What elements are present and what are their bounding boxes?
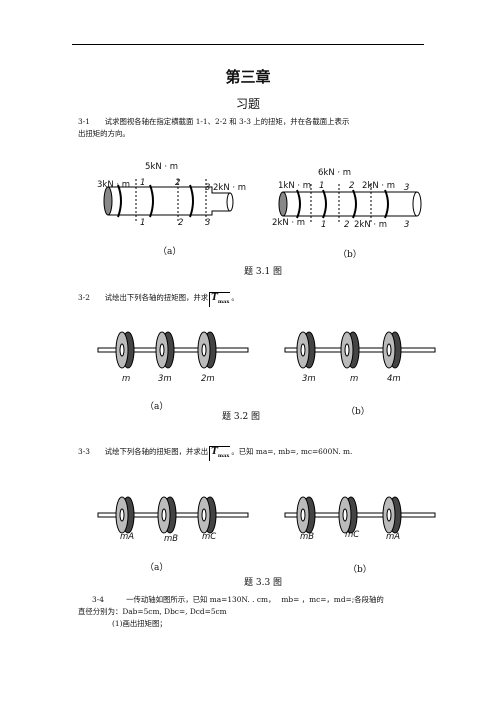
fig32b-label-1: 3m bbox=[302, 374, 316, 384]
fig31b-label-2kn-left: 2kN · m bbox=[272, 218, 306, 228]
problem-3-1-line1: 3-1 试求图视各轴在指定横截面 1-1、2-2 和 3-3 上的扭矩，并在各截… bbox=[78, 117, 350, 126]
fig31b-sec1-top: 1 bbox=[319, 181, 325, 191]
fig31a-caption: （a） bbox=[158, 247, 182, 257]
figure-3-3b-wheels bbox=[284, 496, 436, 534]
fig31b-sec2-top: 2 bbox=[349, 181, 355, 191]
problem-3-1-line2: 出扭矩的方向。 bbox=[78, 129, 130, 138]
fig32a-caption: （a） bbox=[145, 402, 169, 412]
pulley-wheel bbox=[197, 331, 217, 369]
fig33a-label-3: mC bbox=[202, 532, 217, 542]
fig32-title: 题 3.2 图 bbox=[222, 412, 261, 422]
problem-3-3-text: 3-3 试绘下列各轴的扭矩图，并求出 bbox=[78, 447, 209, 456]
pulley-wheel bbox=[340, 331, 360, 369]
problem-3-4-line2: 直径分别为：Dab=5cm, Dbc=, Dcd=5cm bbox=[78, 607, 227, 616]
problem-3-2-text: 3-2 试绘出下列各轴的扭矩图，并求 bbox=[78, 293, 209, 302]
figure-3-3a-wheels bbox=[97, 496, 249, 534]
t-max-symbol: Tmax bbox=[209, 292, 231, 307]
problem-3-4-line3: (1)画出扭矩图； bbox=[112, 619, 167, 628]
fig31a-label-5kn: 5kN · m bbox=[145, 162, 179, 172]
shaft bbox=[284, 512, 436, 518]
fig31a-sec2-top: 2 bbox=[175, 178, 181, 188]
pulley-wheel bbox=[157, 496, 177, 534]
chapter-title: 第三章 bbox=[225, 68, 271, 86]
fig31a-label-2kn: 2kN · m bbox=[213, 183, 247, 193]
fig33a-label-1: mA bbox=[120, 532, 135, 542]
fig31b-sec1-bot: 1 bbox=[321, 220, 327, 230]
pulley-wheel bbox=[197, 496, 217, 534]
pulley-wheel bbox=[296, 496, 316, 534]
header-rule bbox=[72, 44, 424, 45]
pulley-wheel bbox=[382, 496, 402, 534]
fig31a-sec3-top: 3 bbox=[205, 183, 211, 193]
fig31a-sec1-bot: 1 bbox=[140, 218, 146, 228]
problem-3-4-line1: 3-4 一传动轴如图所示，已知 ma=130N. . cm， mb= ，mc=，… bbox=[92, 595, 384, 604]
fig32b-label-2: m bbox=[350, 374, 359, 384]
fig33b-label-2: mC bbox=[345, 530, 360, 540]
fig32a-label-1: m bbox=[122, 374, 131, 384]
fig33b-label-3: mA bbox=[386, 532, 401, 542]
shaft bbox=[284, 347, 436, 353]
pulley-wheel bbox=[338, 496, 358, 534]
fig31b-label-2kn-right: 2kN · m bbox=[354, 220, 388, 230]
fig31b-label-1kn: 1kN · m bbox=[278, 181, 312, 191]
figure-3-2b-wheels bbox=[284, 331, 436, 369]
pulley-wheel bbox=[382, 331, 402, 369]
fig33b-caption: （b） bbox=[348, 565, 372, 575]
fig33b-label-1: mB bbox=[300, 532, 315, 542]
section-subtitle: 习题 bbox=[235, 97, 260, 111]
fig31b-caption: （b） bbox=[338, 250, 362, 260]
fig31a-sec1-top: 1 bbox=[140, 178, 146, 188]
figure-3-1a-shaft bbox=[103, 179, 234, 223]
fig31-title: 题 3.1 图 bbox=[244, 267, 283, 277]
pulley-wheel bbox=[115, 496, 135, 534]
fig31a-sec2-bot: 2 bbox=[178, 218, 184, 228]
fig31b-sec2-bot: 2 bbox=[344, 220, 350, 230]
pulley-wheel bbox=[115, 331, 135, 369]
fig31b-sec3-bot: 3 bbox=[404, 220, 410, 230]
figure-3-2a-wheels bbox=[97, 331, 249, 369]
fig32a-label-2: 3m bbox=[158, 374, 172, 384]
fig32a-label-3: 2m bbox=[201, 374, 215, 384]
pulley-wheel bbox=[155, 331, 175, 369]
fig31a-label-3kn: 3kN · m bbox=[97, 180, 131, 190]
t-max-symbol-2: Tmax bbox=[209, 446, 231, 461]
fig33a-label-2: mB bbox=[164, 534, 179, 544]
fig33a-caption: （a） bbox=[145, 563, 169, 573]
fig31b-label-6kn: 6kN · m bbox=[318, 168, 352, 178]
pulley-wheel bbox=[296, 331, 316, 369]
fig31b-sec3-top: 3 bbox=[404, 183, 410, 193]
fig31a-sec3-bot: 3 bbox=[205, 218, 211, 228]
fig31b-label-2kn-top: 2kN · m bbox=[362, 181, 396, 191]
fig32b-label-3: 4m bbox=[387, 374, 401, 384]
fig33-title: 题 3.3 图 bbox=[244, 578, 283, 588]
figure-3-1b-shaft bbox=[278, 184, 422, 224]
fig32b-caption: （b） bbox=[346, 407, 370, 417]
